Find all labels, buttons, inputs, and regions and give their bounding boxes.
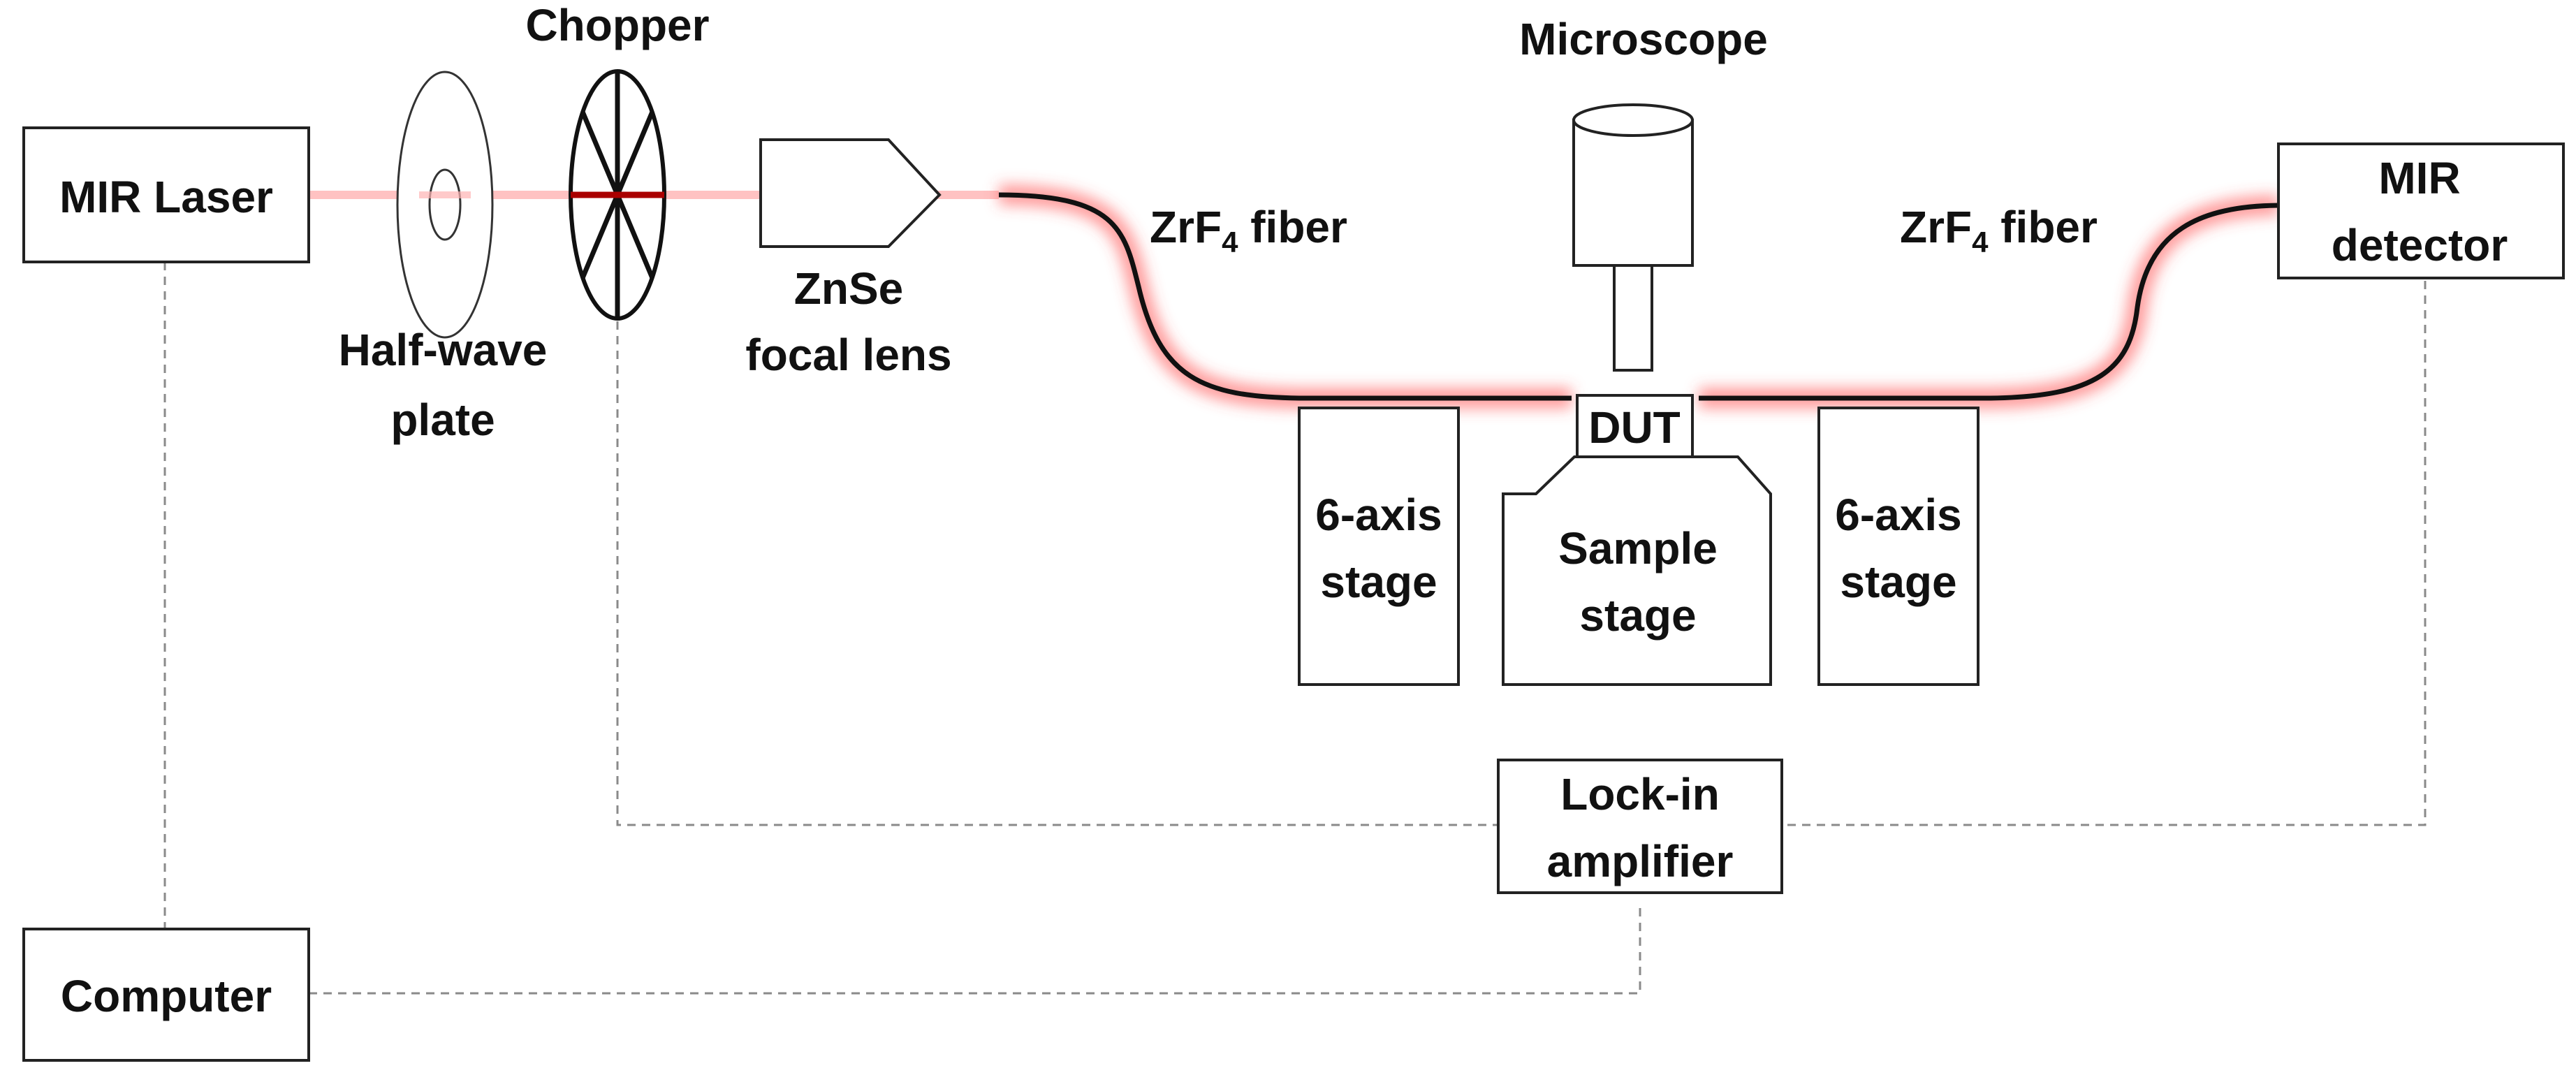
dut-label: DUT	[1588, 402, 1681, 453]
lockin-amplifier-box: Lock-in amplifier	[1497, 759, 1783, 894]
mir-laser-box: MIR Laser	[22, 126, 310, 263]
chopper-lockin-line	[616, 321, 1498, 826]
half-wave-plate-label-2: plate	[390, 395, 495, 445]
stage-right-label-1: 6-axis	[1835, 490, 1961, 540]
half-wave-plate-label-1: Half-wave	[339, 325, 548, 375]
lockin-label-1: Lock-in	[1560, 769, 1720, 819]
znse-label-1: ZnSe	[794, 263, 903, 314]
fiber-right	[1699, 195, 2279, 409]
microscope-label: Microscope	[1519, 14, 1768, 64]
signal-connections	[163, 262, 2427, 995]
chopper: Chopper	[525, 0, 710, 321]
sample-stage-label-2: stage	[1579, 590, 1696, 641]
mir-laser-label: MIR Laser	[59, 172, 273, 222]
fiber-left	[998, 184, 1572, 409]
computer-box: Computer	[22, 928, 310, 1062]
mir-detector-label-1: MIR	[2378, 153, 2460, 203]
fiber-right-label: ZrF4 fiber	[1900, 202, 2098, 258]
fiber-left-label: ZrF4 fiber	[1150, 202, 1347, 258]
znse-label-2: focal lens	[745, 330, 951, 380]
stage-left-label-1: 6-axis	[1315, 490, 1442, 540]
mir-detector-label-2: detector	[2332, 220, 2508, 270]
stage-left-label-2: stage	[1320, 557, 1437, 607]
znse-focal-lens: ZnSe focal lens	[745, 138, 952, 380]
computer-label: Computer	[61, 971, 272, 1021]
half-wave-plate: Half-wave plate	[339, 71, 548, 445]
six-axis-stage-right: 6-axis stage	[1817, 407, 1979, 686]
mir-detector-box: MIR detector	[2277, 142, 2565, 279]
detector-lockin-line	[1782, 281, 2427, 826]
sample-stage-label-1: Sample	[1558, 523, 1718, 573]
sample-stage: Sample stage	[1502, 455, 1772, 686]
computer-lockin-line	[309, 907, 1641, 995]
microscope: Microscope	[1519, 14, 1768, 372]
stage-right-label-2: stage	[1840, 557, 1956, 607]
chopper-label: Chopper	[525, 0, 709, 50]
lockin-label-2: amplifier	[1547, 836, 1734, 886]
six-axis-stage-left: 6-axis stage	[1298, 407, 1460, 686]
dut: DUT	[1576, 394, 1694, 458]
